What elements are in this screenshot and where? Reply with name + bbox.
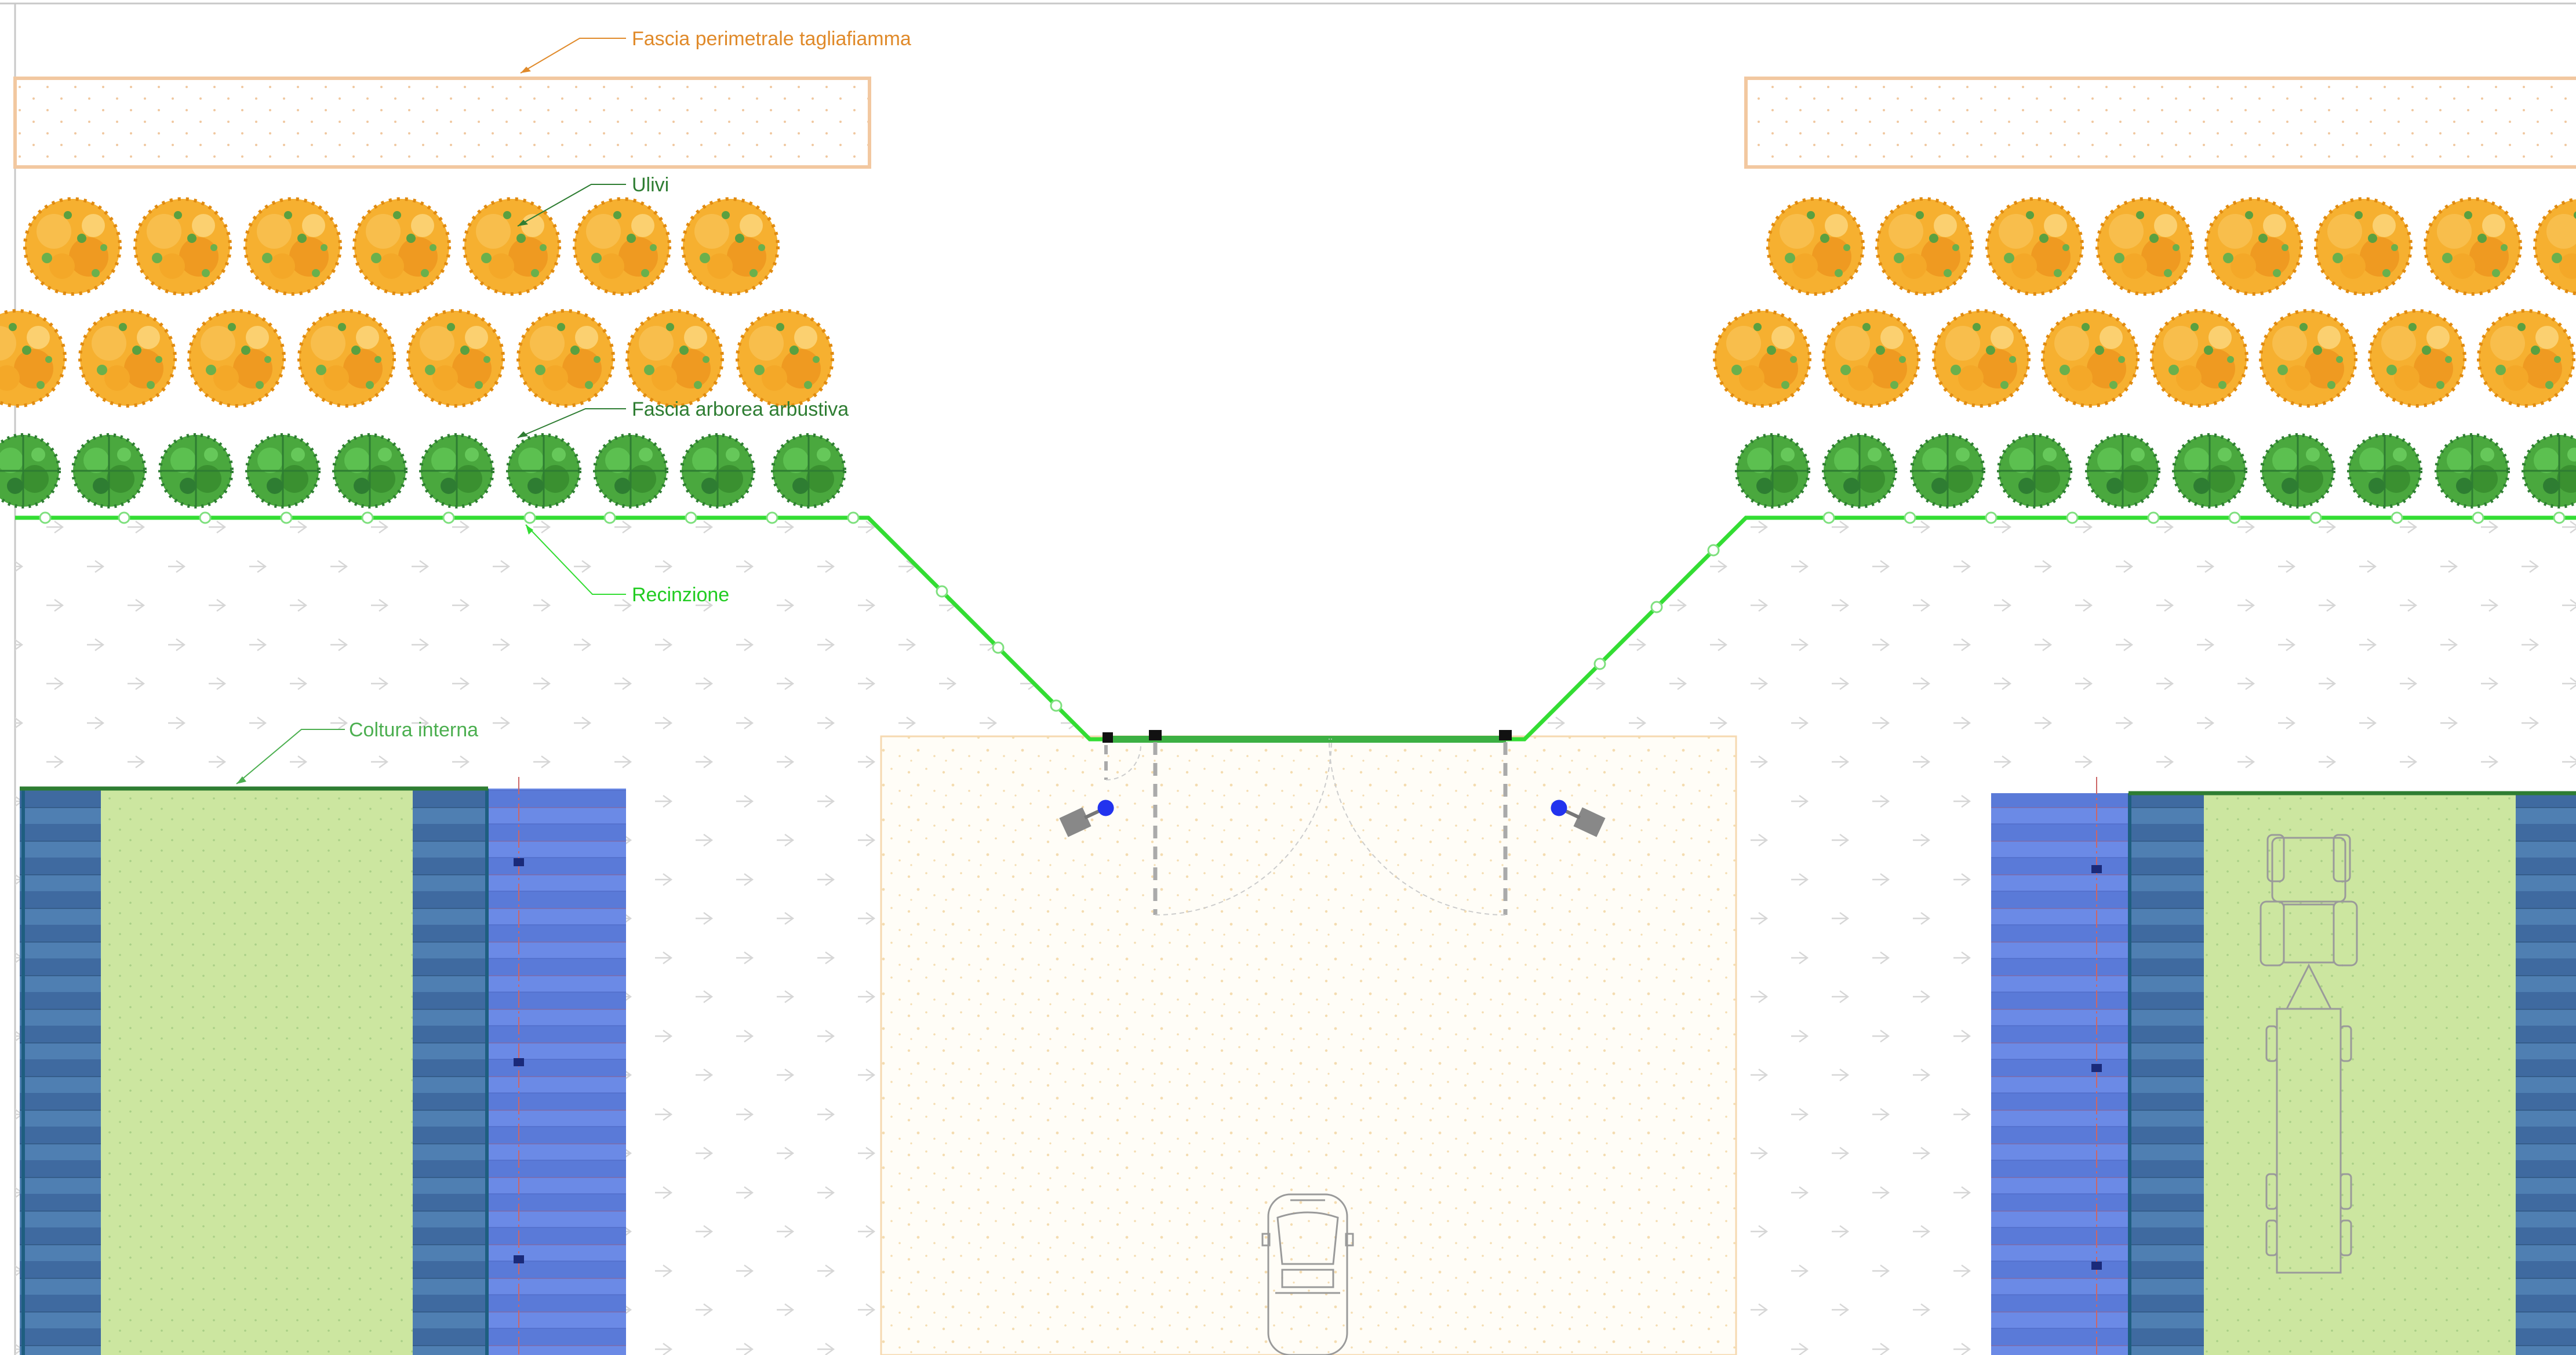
olive-row-2-left <box>0 311 832 406</box>
shrub-icon <box>247 435 319 507</box>
label-fence: Recinzione <box>632 584 729 606</box>
olive-tree-icon <box>1824 311 1919 406</box>
shrub-icon <box>2523 435 2576 507</box>
camera-icon <box>1551 800 1606 837</box>
olive-tree-icon <box>299 311 394 406</box>
olive-tree-icon <box>2370 311 2465 406</box>
olive-tree-icon <box>518 311 613 406</box>
shrub-row-right <box>1737 435 2576 507</box>
shrub-icon <box>421 435 493 507</box>
shrub-icon <box>2087 435 2159 507</box>
shrub-icon <box>2349 435 2421 507</box>
olive-tree-icon <box>464 199 559 294</box>
shrub-icon <box>1824 435 1895 507</box>
olive-tree-icon <box>574 199 670 294</box>
olive-tree-icon <box>2316 199 2411 294</box>
entrance-gravel-area <box>880 735 1737 1355</box>
olive-tree-icon <box>737 311 832 406</box>
shrub-icon <box>595 435 667 507</box>
label-internal-crop: Coltura interna <box>349 719 478 741</box>
olive-tree-icon <box>2152 311 2247 406</box>
shrub-icon <box>508 435 580 507</box>
internal-crop-right <box>1991 777 2576 1355</box>
shrub-icon <box>160 435 232 507</box>
label-leaders <box>236 38 626 784</box>
entrance-gate <box>1103 730 1512 916</box>
olive-tree-icon <box>1877 199 1972 294</box>
olive-tree-icon <box>627 311 722 406</box>
internal-crop-left <box>20 777 626 1355</box>
olive-tree-icon <box>354 199 449 294</box>
shrub-icon <box>73 435 145 507</box>
olive-tree-icon <box>1934 311 2029 406</box>
shrub-icon <box>2262 435 2334 507</box>
label-shrubs: Fascia arborea arbustiva <box>632 398 849 420</box>
olive-tree-icon <box>135 199 230 294</box>
shrub-icon <box>773 435 845 507</box>
olive-tree-icon <box>683 199 778 294</box>
olive-tree-icon <box>408 311 503 406</box>
olive-tree-icon <box>2043 311 2138 406</box>
olive-row-1-left <box>25 199 778 294</box>
shrub-icon <box>0 435 59 507</box>
shrub-icon <box>682 435 754 507</box>
olive-tree-icon <box>0 311 65 406</box>
shrub-icon <box>1912 435 1984 507</box>
olive-row-1-right <box>1768 199 2576 294</box>
label-firebreak: Fascia perimetrale tagliafiamma <box>632 28 911 50</box>
shrub-icon <box>334 435 406 507</box>
olive-tree-icon <box>2097 199 2192 294</box>
olive-tree-icon <box>189 311 284 406</box>
firebreak-band-left <box>13 77 871 169</box>
firebreak-band-right <box>1744 77 2576 169</box>
olive-tree-icon <box>25 199 120 294</box>
olive-tree-icon <box>245 199 340 294</box>
olive-tree-icon <box>1768 199 1863 294</box>
shrub-icon <box>1999 435 2071 507</box>
car-icon <box>1261 1193 1354 1355</box>
olive-tree-icon <box>2261 311 2356 406</box>
camera-icon <box>1059 800 1114 837</box>
olive-row-2-right <box>1715 311 2574 406</box>
tractor-icon <box>2260 834 2358 1274</box>
olive-tree-icon <box>2206 199 2301 294</box>
olive-tree-icon <box>2479 311 2574 406</box>
olive-tree-icon <box>1715 311 1810 406</box>
olive-tree-icon <box>80 311 175 406</box>
olive-tree-icon <box>1987 199 2082 294</box>
shrub-icon <box>2436 435 2508 507</box>
shrub-icon <box>1737 435 1809 507</box>
label-olives: Ulivi <box>632 174 669 196</box>
olive-tree-icon <box>2425 199 2520 294</box>
shrub-row-left <box>0 435 845 507</box>
olive-tree-icon <box>2535 199 2576 294</box>
shrub-icon <box>2174 435 2246 507</box>
